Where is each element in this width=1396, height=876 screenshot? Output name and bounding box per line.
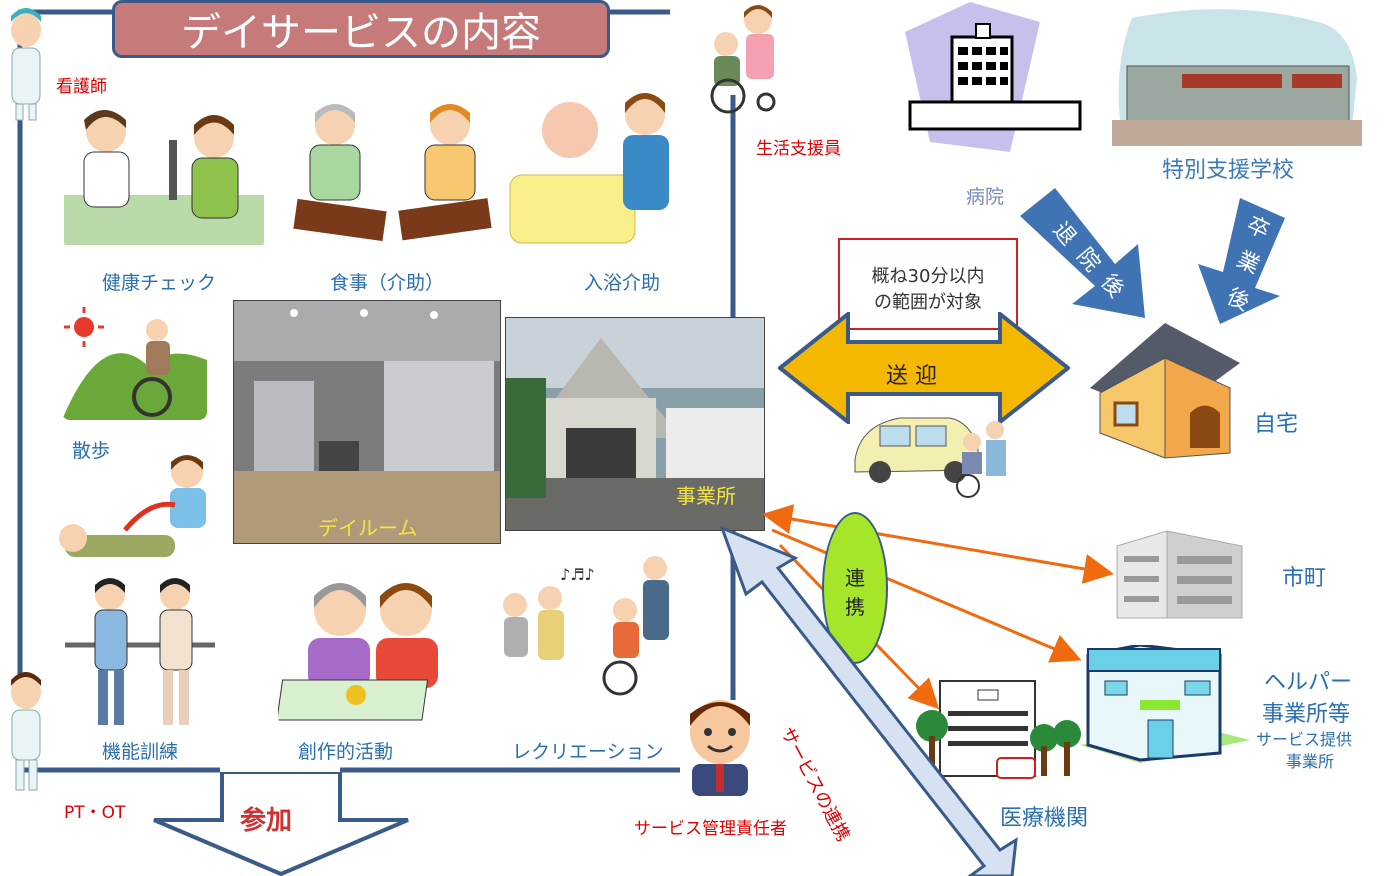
svg-text:♪♬♪: ♪♬♪	[560, 565, 595, 584]
helper-office-label-line1: ヘルパー	[1264, 670, 1353, 695]
cooperation-char-2: 携	[845, 595, 865, 619]
creative-illustration	[278, 583, 438, 721]
health-check-label: 健康チェック	[102, 272, 217, 294]
nurse-label: 看護師	[56, 77, 107, 97]
special-school-building-icon	[1112, 9, 1362, 146]
participation-arrow	[153, 772, 409, 876]
after-discharge-arrow: 退 院 後	[1020, 188, 1145, 318]
office-photo	[505, 317, 765, 531]
hospital-building-icon	[905, 2, 1082, 152]
ptot-figure-icon	[11, 672, 41, 791]
walk-illustration	[62, 307, 207, 420]
creative-label: 創作的活動	[298, 741, 394, 763]
training-label: 機能訓練	[102, 741, 179, 763]
service-manager-figure-icon	[690, 700, 750, 796]
day-room-photo	[233, 300, 501, 544]
transport-car-icon	[854, 417, 1006, 498]
training-illustration	[65, 578, 215, 725]
meal-illustration	[293, 104, 492, 242]
transport-note-line1: 概ね30分以内	[871, 266, 985, 287]
health-check-illustration	[64, 110, 264, 245]
nurse-figure-icon	[11, 8, 41, 121]
meal-label: 食事（介助）	[330, 272, 445, 294]
transport-label: 送 迎	[886, 364, 937, 389]
transport-note-line2: の範囲が対象	[874, 292, 982, 313]
participation-label: 参加	[240, 806, 293, 836]
medical-institution-label: 医療機関	[1000, 806, 1089, 831]
office-label: 事業所	[676, 484, 736, 508]
helper-office-label-line2: 事業所等	[1262, 702, 1351, 727]
recreation-illustration: ♪♬♪	[503, 556, 669, 696]
home-label: 自宅	[1254, 412, 1299, 437]
city-label: 市町	[1282, 566, 1327, 591]
walk-label: 散歩	[72, 440, 111, 462]
provider-label-line1: サービス提供	[1256, 730, 1353, 749]
transport-range-note: 概ね30分以内 の範囲が対象	[838, 238, 1018, 330]
life-support-illustration	[710, 5, 776, 114]
transport-arrow	[778, 312, 1070, 424]
recreation-label: レクリエーション	[512, 741, 664, 763]
helper-office-building-icon	[1080, 645, 1250, 763]
after-graduation-arrow	[1198, 198, 1285, 324]
service-manager-label: サービス管理責任者	[634, 819, 787, 839]
rehab-illustration	[59, 455, 206, 557]
service-cooperation-arrow	[719, 525, 1018, 876]
hospital-label: 病院	[966, 186, 1005, 208]
provider-label-line2: 事業所	[1286, 752, 1335, 771]
home-house-icon	[1090, 323, 1240, 459]
medical-institution-building-icon	[916, 680, 1081, 779]
special-school-label: 特別支援学校	[1162, 158, 1295, 183]
page-title: デイサービスの内容	[112, 0, 610, 58]
life-support-label: 生活支援員	[756, 139, 841, 159]
bath-label: 入浴介助	[584, 272, 661, 294]
ptot-label: PT・OT	[64, 803, 126, 823]
cooperation-char-1: 連	[845, 566, 865, 590]
day-room-label: デイルーム	[318, 516, 418, 540]
city-building-icon	[1116, 530, 1243, 619]
bath-illustration	[509, 93, 669, 244]
